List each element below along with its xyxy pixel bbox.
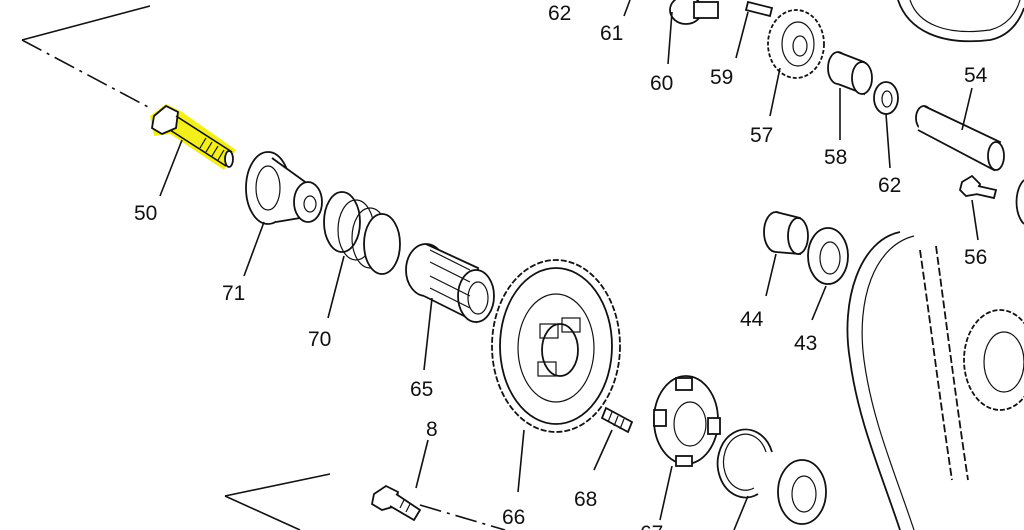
- label-59: 59: [710, 66, 733, 89]
- washer-62-right[interactable]: [873, 81, 899, 115]
- nut-67[interactable]: [653, 375, 721, 467]
- leader-lines: [159, 0, 979, 530]
- label-70: 70: [308, 328, 331, 351]
- gear-57[interactable]: [767, 9, 825, 79]
- collar-71[interactable]: [245, 151, 323, 225]
- label-43: 43: [794, 332, 817, 355]
- belt-upper-right: [897, 0, 1024, 43]
- circlip[interactable]: [716, 428, 773, 499]
- spring-70[interactable]: [323, 191, 401, 275]
- shaft-54[interactable]: [915, 105, 1005, 172]
- label-56: 56: [964, 246, 987, 269]
- timing-chain[interactable]: [846, 231, 969, 530]
- sprocket-right[interactable]: [963, 309, 1024, 411]
- label-68: 68: [574, 488, 597, 511]
- pin-59[interactable]: [744, 0, 774, 18]
- label-66: 66: [502, 506, 525, 529]
- label-57: 57: [750, 124, 773, 147]
- label-54: 54: [964, 64, 988, 87]
- bushing-44[interactable]: [763, 211, 809, 255]
- bushing-65[interactable]: [405, 243, 495, 324]
- assembly-axis-lines: [21, 5, 506, 530]
- part-labels: 62 61 60 59 57 58 62 54 56 50 71 70 65 4…: [134, 2, 988, 530]
- bearing-58[interactable]: [827, 51, 873, 96]
- bolt-8[interactable]: [370, 484, 422, 522]
- label-60: 60: [650, 72, 673, 95]
- label-67: 67: [640, 522, 663, 530]
- washer-bottom[interactable]: [777, 459, 827, 525]
- label-58: 58: [824, 146, 847, 169]
- label-50: 50: [134, 202, 157, 225]
- bolt-50[interactable]: [150, 104, 236, 170]
- shaft-end-right: [1015, 179, 1024, 225]
- gear-66[interactable]: [491, 259, 621, 433]
- label-65: 65: [410, 378, 433, 401]
- bolt-56[interactable]: [959, 174, 998, 200]
- label-61: 61: [600, 22, 623, 45]
- washer-43[interactable]: [807, 227, 849, 285]
- label-62-right: 62: [878, 174, 901, 197]
- label-62-top: 62: [548, 2, 571, 25]
- part-60[interactable]: [669, 0, 719, 25]
- label-44: 44: [740, 308, 764, 331]
- label-8: 8: [426, 418, 438, 441]
- label-71: 71: [222, 282, 245, 305]
- pin-68[interactable]: [600, 406, 634, 434]
